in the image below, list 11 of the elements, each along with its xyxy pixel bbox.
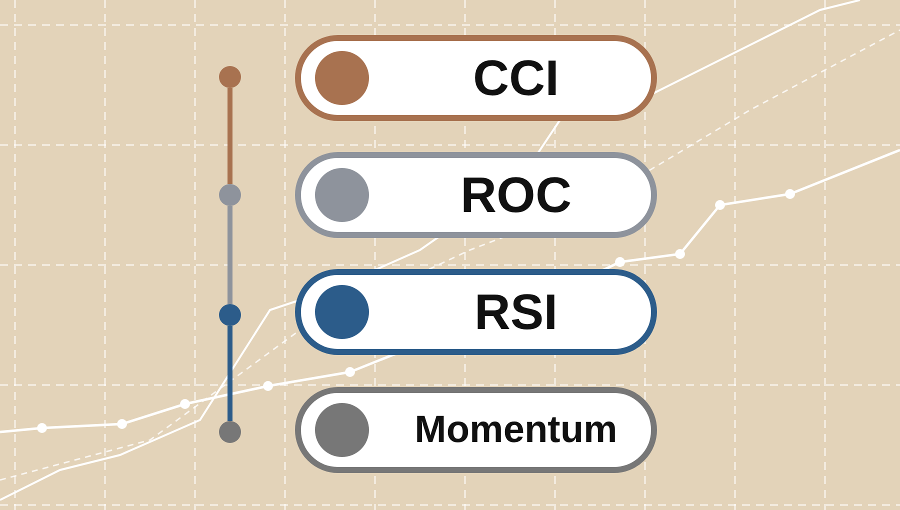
timeline-dot [219,184,241,206]
timeline-segment [228,206,232,304]
timeline-dot [219,304,241,326]
indicator-label: ROC [460,166,572,224]
timeline-segment [228,326,232,421]
indicator-label: RSI [474,283,558,341]
timeline-dot [219,66,241,88]
indicator-label: CCI [472,49,560,107]
indicator-label: Momentum [414,408,618,452]
timeline-segment [228,88,232,184]
timeline-dot [219,421,241,443]
